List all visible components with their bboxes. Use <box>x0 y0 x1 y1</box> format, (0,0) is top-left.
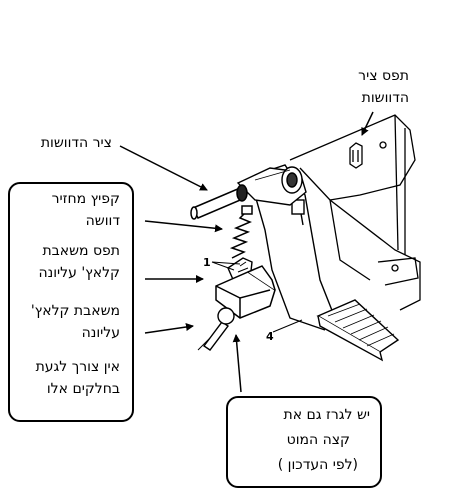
axle-clip-label-line2: הדוושות <box>361 90 409 106</box>
part-number-4: 4 <box>266 330 274 343</box>
note-label-line2: בחלקים אלו <box>46 381 120 397</box>
arrow-rod-end <box>232 334 242 393</box>
pedal-bracket <box>289 114 421 311</box>
spring-label-line1: קפיץ מחזיר <box>51 191 120 207</box>
part-number-leaders <box>211 261 303 333</box>
return-spring <box>229 205 253 259</box>
axle-clip-part <box>349 142 363 169</box>
left-parts-box <box>8 182 134 422</box>
arrow-axle-clip <box>361 111 374 136</box>
pump-label-line1: משאבת קלאץ' <box>30 303 120 319</box>
arrow-spring <box>144 220 223 233</box>
clip-label-line1: תפס משאבת <box>42 243 120 259</box>
pump-label-line2: עליונה <box>81 325 120 341</box>
arrow-pump <box>144 323 194 334</box>
pedal-axle <box>190 184 248 220</box>
pedal-pad <box>316 299 400 362</box>
axle-clip-label-line1: תפס ציר <box>358 68 409 84</box>
pivot-housing <box>236 166 307 206</box>
note-label-line1: אין צורך לגעת <box>35 359 120 375</box>
grease-label-line3: (לפי העדכון ) <box>277 457 358 473</box>
clutch-pump <box>215 265 276 319</box>
axle-label: ציר הדוושות <box>40 135 112 151</box>
grease-note-box <box>226 396 382 488</box>
clip-label-line2: קלאץ' עליונה <box>38 265 120 281</box>
annotation-arrows <box>119 111 374 393</box>
part-number-1: 1 <box>203 256 211 269</box>
grease-label-line2: קצה המוט <box>286 432 350 448</box>
spring-label-line2: דוושה <box>85 213 120 229</box>
push-rod <box>197 307 235 351</box>
pedal-lever <box>254 164 336 331</box>
grease-label-line1: יש לגרז גם את <box>283 407 371 423</box>
arrow-axle <box>119 145 208 191</box>
